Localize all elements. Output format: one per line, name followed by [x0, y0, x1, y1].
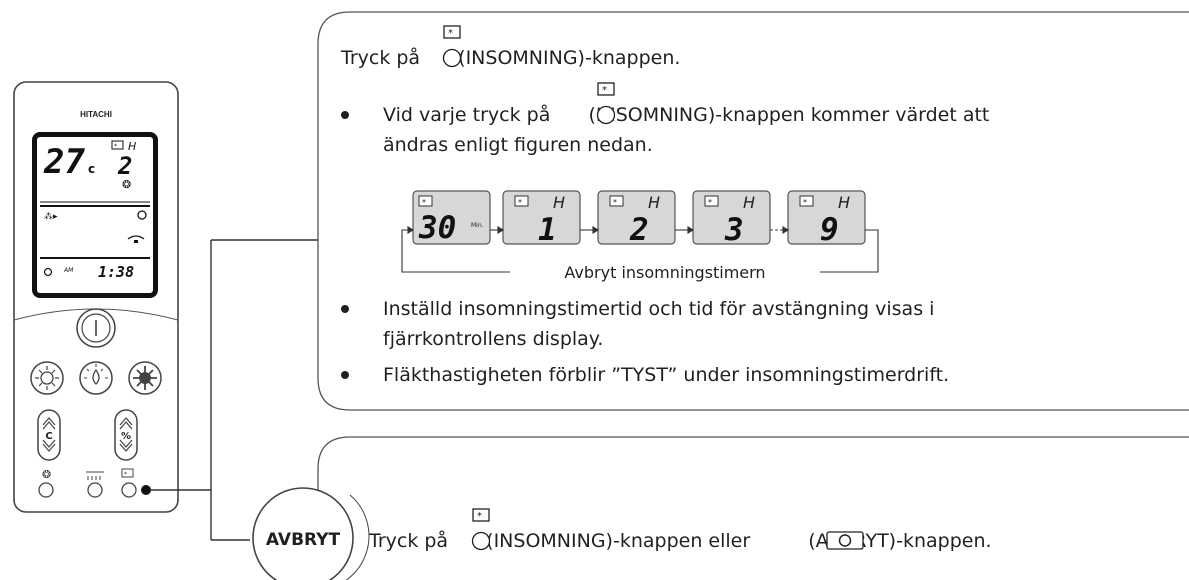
connector-lines: [151, 239, 318, 541]
sleep-button[interactable]: [121, 482, 137, 498]
bullet2-line1: Inställd insomningstimertid och tid för …: [383, 298, 935, 320]
sleep-button-pointer-dot: [141, 485, 151, 495]
bullet-dot: [341, 305, 349, 313]
bullet-dot: [341, 371, 349, 379]
svg-text:*: *: [477, 511, 482, 522]
lcd-timer-value: 2: [117, 152, 132, 180]
sleep-button-icon: *: [442, 25, 464, 73]
cancel-prefix: Tryck på: [369, 530, 449, 552]
cancel-panel: [317, 436, 1189, 580]
sequence-unit-min: Min.: [471, 222, 484, 229]
sequence-unit-h: H: [553, 193, 565, 212]
svg-text:*: *: [448, 28, 453, 39]
sleep-button-icon: *: [471, 508, 493, 556]
sequence-value: 2: [629, 212, 649, 248]
svg-text:*: *: [114, 143, 117, 150]
lcd-louver-icon: [127, 235, 145, 240]
step1-text: Tryck på (INSOMNING)-knappen.: [341, 46, 680, 70]
louver-icon: [86, 471, 104, 480]
lcd-clock: 1:38: [98, 263, 134, 281]
sequence-arrows: [401, 226, 879, 273]
svg-text:*: *: [518, 198, 522, 207]
lcd-timer-icon: [137, 210, 147, 220]
bullet1-line1: Vid varje tryck på (INSOMNING)-knappen k…: [383, 103, 989, 127]
cancel-button-icon: [826, 531, 866, 555]
bullet1-line2: ändras enligt figuren nedan.: [383, 134, 653, 156]
sequence-value: 3: [724, 212, 744, 248]
sequence-box-9h: * H 9: [787, 190, 866, 248]
svg-text:*: *: [613, 198, 617, 207]
louver-button[interactable]: [87, 482, 103, 498]
svg-text:*: *: [708, 198, 712, 207]
step1-suffix: (INSOMNING)-knappen.: [458, 47, 681, 69]
bullet3-text: Fläkthastigheten förblir ”TYST” under in…: [383, 364, 950, 386]
mode-dry-button[interactable]: [79, 361, 113, 395]
cancel-timer-label: Avbryt insomningstimern: [564, 263, 765, 282]
avbryt-label: AVBRYT: [266, 530, 341, 550]
fan-speed-button[interactable]: %: [114, 409, 138, 461]
lcd-display: 27 c * H 2 ❂ ⁂▸ AM 1:38: [32, 132, 158, 298]
sequence-unit-h: H: [648, 193, 660, 212]
temperature-button-label: C: [45, 431, 52, 442]
sequence-value: 30: [418, 210, 456, 246]
temperature-button[interactable]: C: [37, 409, 61, 461]
lcd-sleep-icon: [111, 140, 124, 150]
mode-heat-button[interactable]: [30, 361, 64, 395]
lcd-clock-icon: [43, 267, 53, 277]
svg-text:*: *: [602, 85, 607, 96]
lcd-temp-unit: c: [88, 162, 95, 176]
sequence-value: 9: [820, 212, 839, 248]
lcd-timer-unit: H: [128, 140, 136, 153]
lcd-am: AM: [63, 267, 74, 274]
step1-prefix: Tryck på: [341, 47, 421, 69]
sequence-box-1h: * H 1: [502, 190, 581, 248]
sequence-box-2h: * H 2: [597, 190, 676, 248]
sleep-button-icon: *: [596, 82, 618, 130]
avbryt-badge: AVBRYT: [252, 487, 370, 580]
bullet-dot: [341, 111, 349, 119]
cancel-text: Tryck på (INSOMNING)-knappen eller (AVBR…: [369, 529, 992, 553]
mode-cool-button[interactable]: [128, 361, 162, 395]
sequence-box-3h: * H 3: [692, 190, 771, 248]
svg-text:*: *: [422, 198, 426, 207]
swing-icon: ❂: [42, 468, 51, 481]
sequence-unit-h: H: [743, 193, 755, 212]
swing-button[interactable]: [38, 482, 54, 498]
sleep-icon: [121, 468, 134, 478]
timer-sequence: * 30 Min. * H 1 * H 2 * H 3 *: [401, 190, 879, 282]
sequence-box-30min: * 30 Min.: [412, 190, 491, 246]
instruction-panel: [317, 11, 1189, 411]
bullet1-suffix: (INSOMNING)-knappen kommer värdet att: [588, 104, 990, 126]
fan-speed-button-label: %: [121, 431, 131, 442]
svg-text:*: *: [803, 198, 807, 207]
svg-text:*: *: [124, 471, 127, 478]
cancel-middle: (INSOMNING)-knappen eller: [486, 530, 751, 552]
lcd-fan-icon: ⁂▸: [44, 211, 58, 222]
lcd-screen: [37, 137, 153, 293]
bullet2-line2: fjärrkontrollens display.: [383, 328, 604, 350]
remote-control: HITACHI 27 c * H 2 ❂ ⁂▸ AM 1:38: [13, 81, 179, 513]
lcd-temp: 27: [43, 142, 85, 182]
sequence-unit-h: H: [838, 193, 850, 212]
brand-logo: HITACHI: [80, 110, 112, 119]
lcd-mode-icon: ❂: [122, 178, 131, 191]
sequence-value: 1: [538, 212, 557, 248]
bullet1-prefix: Vid varje tryck på: [383, 104, 551, 126]
